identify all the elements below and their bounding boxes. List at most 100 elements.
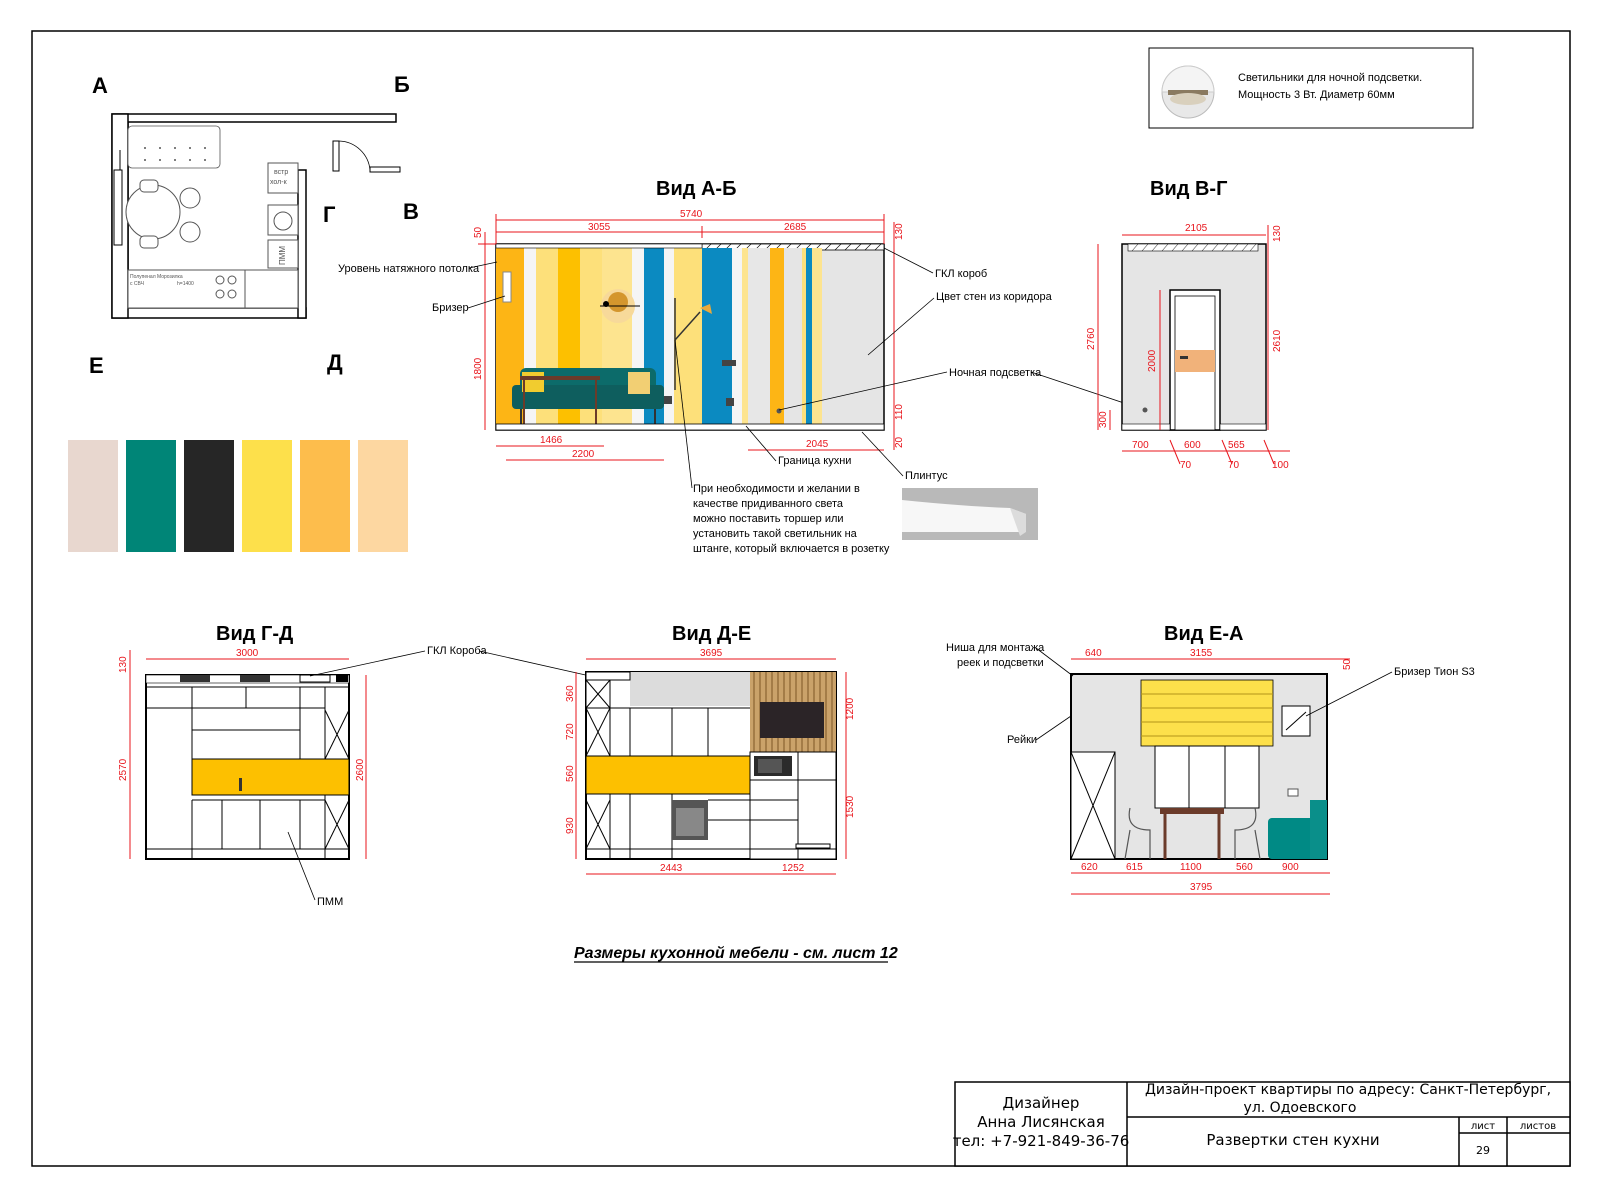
wall-stripe bbox=[742, 248, 748, 424]
plan-fridge-label-1: встр bbox=[274, 169, 288, 176]
view-ab-title: Вид А-Б bbox=[656, 178, 736, 200]
dim-ab-total: 5740 bbox=[680, 209, 703, 220]
palette-swatch bbox=[184, 440, 234, 552]
dim-ea-b4: 560 bbox=[1236, 862, 1253, 873]
dim-ea-b2: 615 bbox=[1126, 862, 1143, 873]
sheets-label: листов bbox=[1520, 1121, 1556, 1132]
corner-label-a: А bbox=[92, 73, 108, 98]
floor-plan: А Б В Г Д Е встр хол-к ПММ bbox=[89, 72, 419, 378]
label-gkl-box: ГКЛ короб bbox=[935, 268, 987, 280]
chair-right-icon bbox=[1234, 807, 1261, 860]
view-vg: Вид В-Г 2105 130 2610 2760 2000 300 700 … bbox=[1086, 178, 1290, 471]
corner-label-e: Е bbox=[89, 353, 104, 378]
plinth-sample-image bbox=[902, 488, 1038, 540]
wall-stripe bbox=[784, 248, 802, 424]
dim-ea-b5: 900 bbox=[1282, 862, 1299, 873]
color-palette bbox=[68, 440, 408, 552]
dim-gd-total: 3000 bbox=[236, 648, 259, 659]
label-plinth: Плинтус bbox=[905, 470, 948, 482]
dim-vg-d6: 100 bbox=[1272, 460, 1289, 471]
dim-ab-sofa-total: 2200 bbox=[572, 449, 595, 460]
designer-role: Дизайнер bbox=[1003, 1094, 1080, 1112]
sofa-icon bbox=[512, 368, 664, 428]
label-night-light: Ночная подсветка bbox=[949, 367, 1042, 379]
corner-label-d: Д bbox=[327, 350, 343, 375]
dim-gd-height-left: 2570 bbox=[118, 758, 129, 781]
dim-gd-height-right: 2600 bbox=[355, 758, 366, 781]
chair-left-icon bbox=[1124, 807, 1151, 860]
plan-fridge-label-2: хол-к bbox=[270, 179, 288, 186]
dim-vg-d1: 700 bbox=[1132, 440, 1149, 451]
sheet-frame bbox=[31, 30, 1571, 1167]
dim-de-total: 3695 bbox=[700, 648, 723, 659]
wall-stripe bbox=[806, 248, 812, 424]
tv-icon bbox=[760, 702, 824, 738]
dim-ab-top-right: 130 bbox=[894, 223, 905, 240]
dim-de-r2: 1530 bbox=[845, 795, 856, 818]
dim-de-h1: 360 bbox=[565, 685, 576, 702]
view-de-title: Вид Д-Е bbox=[672, 623, 751, 645]
view-ea: Вид Е-А 640 3155 50 620 615 1100 560 900… bbox=[946, 623, 1475, 895]
dim-ab-height: 1800 bbox=[473, 357, 484, 380]
dim-ab-top-left: 50 bbox=[473, 226, 484, 238]
label-breezer-tion: Бризер Тион S3 bbox=[1394, 666, 1475, 678]
dim-vg-door: 2000 bbox=[1147, 349, 1158, 372]
designer-name: Анна Лисянская bbox=[977, 1113, 1104, 1131]
view-gd: Вид Г-Д 3000 130 2570 2600 ГКЛ Короба bbox=[118, 623, 591, 908]
wall-stripe bbox=[802, 248, 806, 424]
dim-gd-top: 130 bbox=[118, 656, 129, 673]
label-gkl-boxes: ГКЛ Короба bbox=[427, 645, 487, 657]
palette-swatch bbox=[68, 440, 118, 552]
wall-stripe bbox=[812, 248, 822, 424]
dim-de-b1: 2443 bbox=[660, 863, 683, 874]
dim-vg-d4: 70 bbox=[1180, 460, 1192, 471]
plan-shelf-label-1: Полупенал Морозилка bbox=[130, 274, 183, 280]
plan-shelf-label-2: с СВЧ bbox=[130, 281, 144, 287]
dim-de-h4: 930 bbox=[565, 817, 576, 834]
corner-label-g: Г bbox=[323, 202, 336, 227]
wall-stripe bbox=[664, 248, 674, 424]
wall-stripe bbox=[684, 248, 702, 424]
dim-ea-t2: 3155 bbox=[1190, 648, 1213, 659]
dim-ea-b1: 620 bbox=[1081, 862, 1098, 873]
label-kitchen-border: Граница кухни bbox=[778, 455, 851, 467]
sheet-label: лист bbox=[1471, 1121, 1495, 1132]
furniture-note: Размеры кухонной мебели - см. лист 12 bbox=[574, 945, 898, 963]
wall-stripe bbox=[732, 248, 742, 424]
title-block: Дизайнер Анна Лисянская тел: +7-921-849-… bbox=[953, 1081, 1571, 1167]
palette-swatch bbox=[242, 440, 292, 552]
dim-ea-t3: 50 bbox=[1342, 658, 1353, 670]
dim-vg-d2: 600 bbox=[1184, 440, 1201, 451]
dim-vg-d5: 70 bbox=[1228, 460, 1240, 471]
corner-label-b: Б bbox=[394, 72, 410, 97]
sheet-number: 29 bbox=[1476, 1144, 1490, 1157]
plan-shelf-label-3: h=1400 bbox=[177, 281, 194, 287]
dim-vg-d3: 565 bbox=[1228, 440, 1245, 451]
dim-ea-total: 3795 bbox=[1190, 882, 1213, 893]
label-niche-2: реек и подсветки bbox=[957, 657, 1044, 669]
label-breezer: Бризер bbox=[432, 302, 469, 314]
view-gd-title: Вид Г-Д bbox=[216, 623, 293, 645]
palette-swatch bbox=[300, 440, 350, 552]
dim-ab-bottom-right-1: 110 bbox=[894, 404, 905, 420]
label-dishwasher: ПММ bbox=[317, 896, 343, 908]
legend-line-1: Светильники для ночной подсветки. bbox=[1238, 72, 1422, 84]
dim-vg-height-right: 2610 bbox=[1272, 329, 1283, 352]
dim-vg-bottom: 300 bbox=[1098, 411, 1109, 428]
dim-ea-t1: 640 bbox=[1085, 648, 1102, 659]
wall-clock-icon bbox=[600, 289, 640, 323]
corner-label-v: В bbox=[403, 199, 419, 224]
palette-swatch bbox=[358, 440, 408, 552]
view-vg-title: Вид В-Г bbox=[1150, 178, 1227, 200]
dim-de-r1: 1200 bbox=[845, 697, 856, 720]
project-address-1: Дизайн-проект квартиры по адресу: Санкт-… bbox=[1145, 1082, 1551, 1098]
legend-line-2: Мощность 3 Вт. Диаметр 60мм bbox=[1238, 89, 1395, 101]
view-de: Вид Д-Е 3695 360 720 bbox=[565, 623, 856, 875]
sheet-title: Развертки стен кухни bbox=[1206, 1131, 1379, 1149]
dim-vg-total: 2105 bbox=[1185, 223, 1208, 234]
floor-lamp-note: При необходимости и желании в качестве п… bbox=[693, 483, 890, 555]
wall-lamp-arm-icon bbox=[674, 298, 712, 390]
palette-swatch bbox=[126, 440, 176, 552]
dim-ea-b3: 1100 bbox=[1180, 862, 1202, 873]
